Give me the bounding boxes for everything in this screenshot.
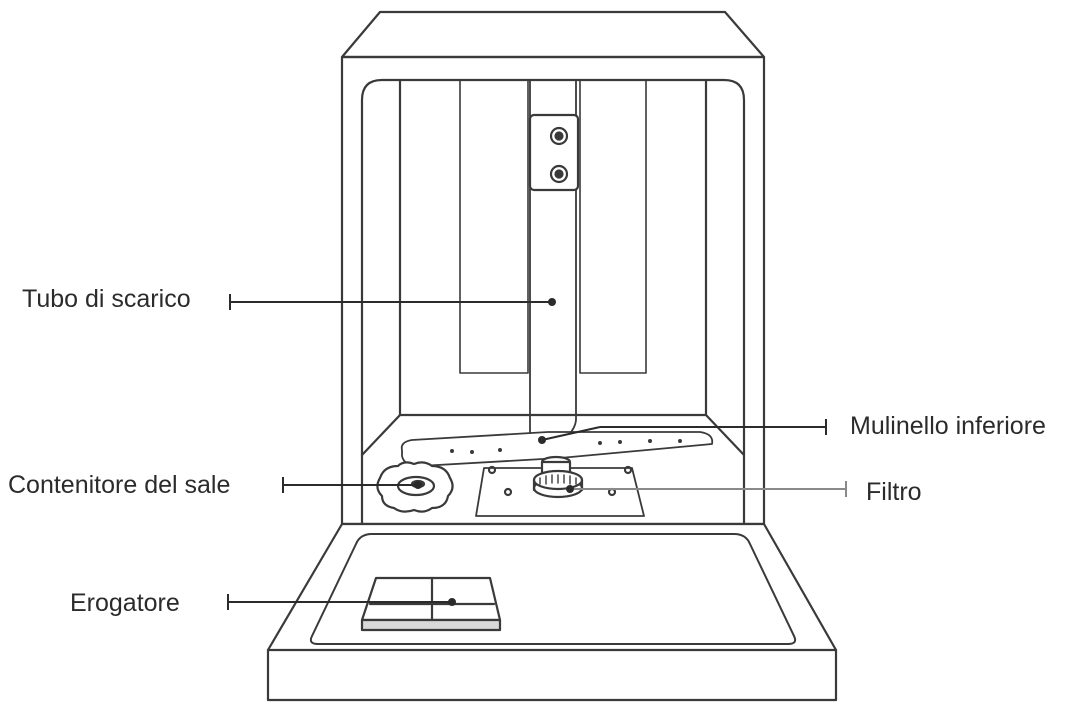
label-erogatore: Erogatore [70,589,180,617]
label-contenitore-del-sale: Contenitore del sale [8,471,231,499]
label-mulinello-inferiore: Mulinello inferiore [850,412,1046,440]
inner-tub [360,78,746,526]
filter-cylinder [532,455,584,499]
cabinet-top [340,10,766,59]
label-filtro: Filtro [866,478,922,506]
back-wall [398,78,708,417]
dispenser [360,576,502,632]
door-inner-panel [309,533,797,645]
rear-panel-left [459,79,529,374]
label-tubo-di-scarico: Tubo di scarico [22,285,191,313]
leader-mulinello [541,426,601,441]
rear-panel-right [579,79,647,374]
drain-connector [528,113,580,192]
filter-plate [475,467,645,517]
